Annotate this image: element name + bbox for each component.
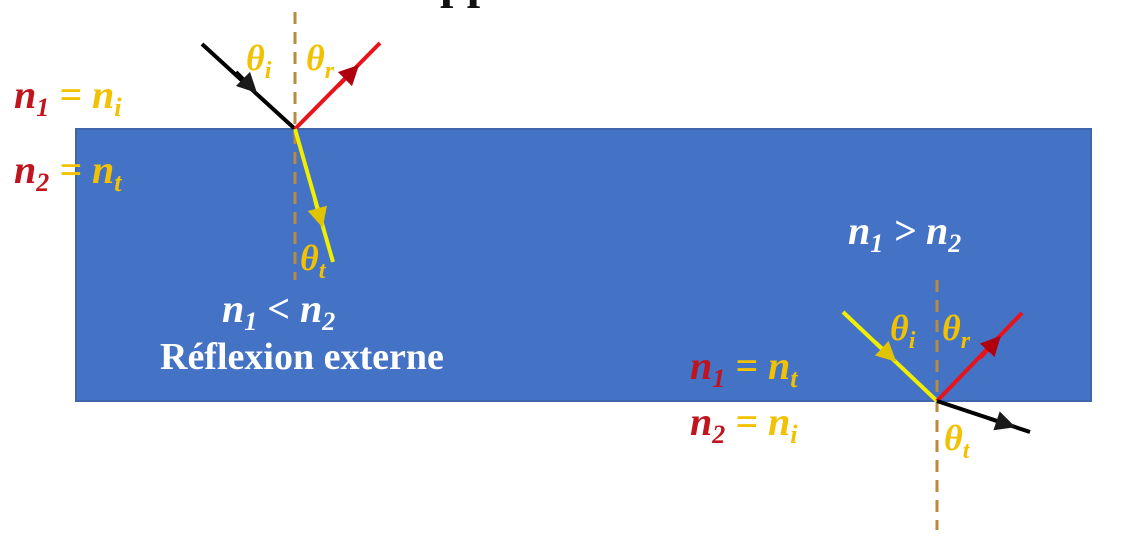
left-incident-arrow: [234, 70, 258, 94]
right-n2-equation: n2 = ni: [690, 399, 798, 449]
left-relation-label: n1 < n2: [222, 286, 335, 336]
right-theta-r-label: θr: [942, 308, 971, 354]
right-theta-t-label: θt: [944, 418, 971, 464]
right-transmitted-arrow: [987, 411, 1016, 431]
left-theta-t-label: θt: [300, 238, 327, 284]
left-reflected-ray: [293, 41, 382, 131]
right-incident-arrow: [873, 340, 897, 362]
left-refracted-arrow: [307, 199, 327, 228]
title-fragment: pp: [440, 0, 493, 9]
right-reflected-arrow: [978, 335, 1001, 360]
left-theta-r-label: θr: [306, 38, 335, 84]
right-relation-label: n1 > n2: [848, 208, 961, 258]
medium-slab: [75, 128, 1092, 402]
left-reflected-arrow: [336, 64, 360, 88]
left-caption: Réflexion externe: [160, 336, 444, 378]
left-theta-i-label: θi: [246, 38, 272, 84]
left-n2-equation: n2 = nt: [14, 147, 122, 197]
right-theta-i-label: θi: [890, 308, 916, 354]
right-n1-equation: n1 = nt: [690, 343, 798, 393]
left-refracted-ray: [293, 128, 335, 263]
left-n1-equation: n1 = ni: [14, 72, 122, 122]
